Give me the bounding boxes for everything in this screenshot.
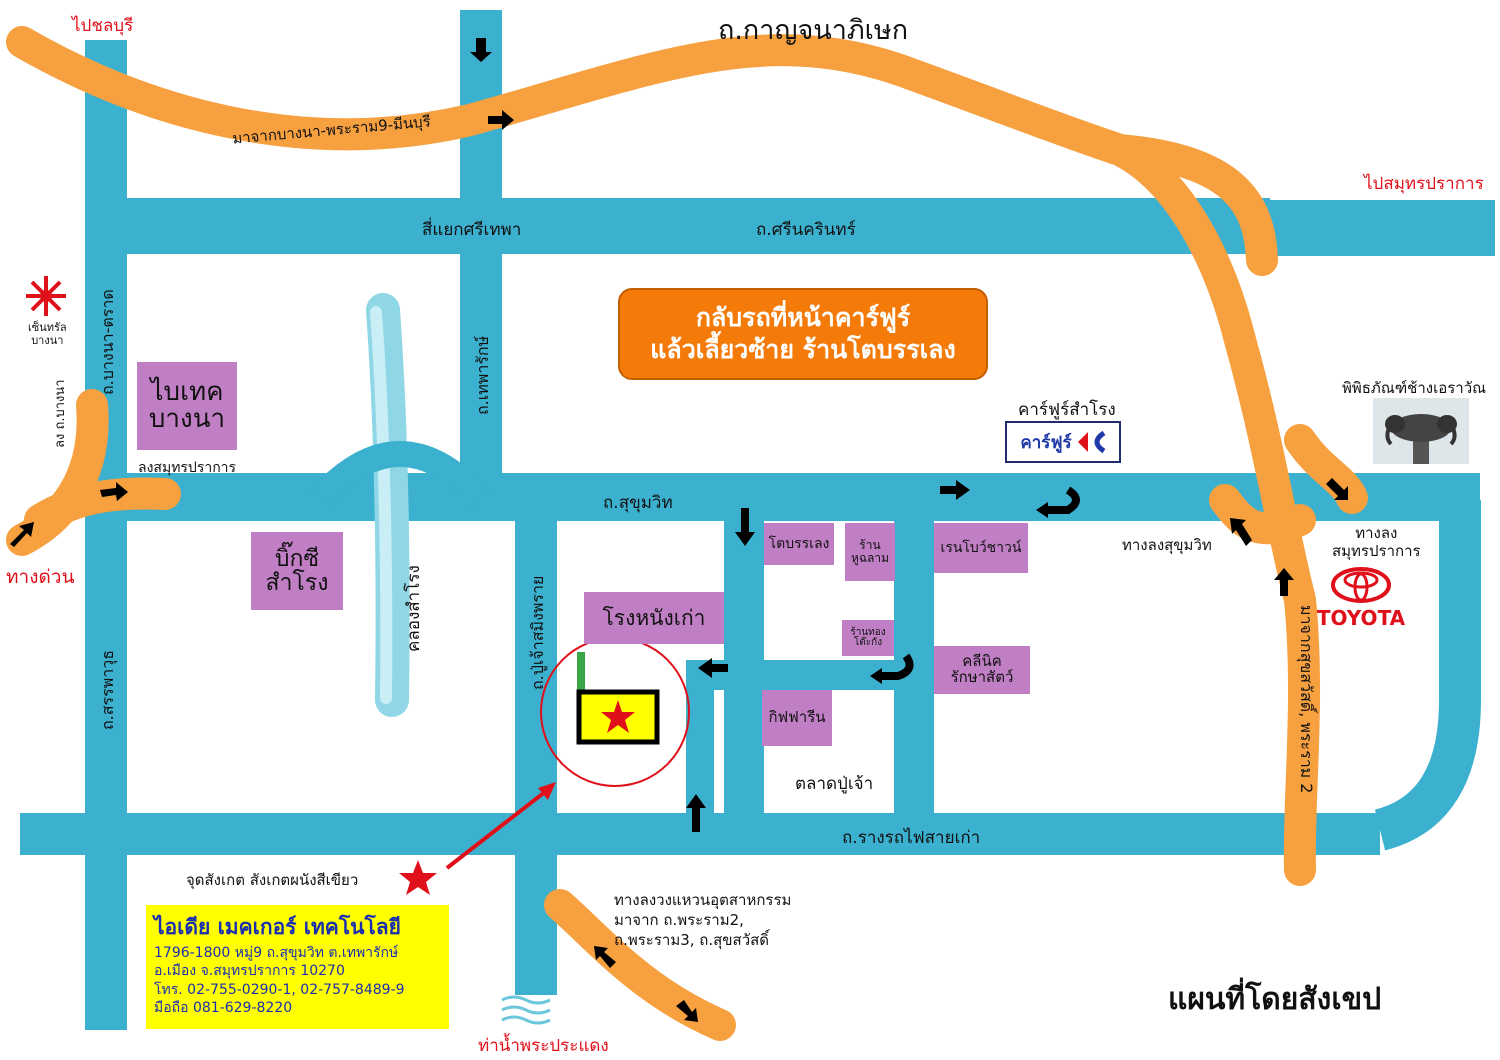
- arrow-up-left-icon: [676, 1000, 698, 1022]
- water-waves: [501, 995, 551, 1025]
- label-theparak: ถ.เทพารักษ์: [473, 335, 492, 415]
- arrow-down-right-icon: [1326, 478, 1348, 500]
- label-from-rama2: มาจาก ถ.พระราม2,: [614, 911, 744, 929]
- label-elephant-museum: พิพิธภัณฑ์ช้างเอราวัณ: [1342, 379, 1487, 397]
- label-market: ตลาดปู่เจ้า: [795, 774, 874, 794]
- shop-rainbow: เรนโบว์ชาวน์: [934, 523, 1028, 573]
- direction-arrows: [10, 38, 1348, 1022]
- label-landmark: จุดสังเกต สังเกตผนังสีเขียว: [186, 871, 359, 889]
- road-east-curve: [1374, 500, 1481, 851]
- green-wall: [577, 652, 585, 692]
- arrow-right-icon: [100, 482, 128, 501]
- carrefour-icon: [1077, 430, 1106, 454]
- shop-gold: ร้านทอง โต๊ะกัง: [842, 620, 894, 656]
- company-address-1: 1796-1800 หมู่9 ถ.สุขุมวิท ต.เทพารักษ์: [154, 945, 399, 961]
- toyota-icon: [1331, 567, 1391, 603]
- road-bangna-trat: [85, 40, 127, 1030]
- arrow-up-left-icon: [594, 946, 616, 968]
- carrefour-logo-text: คาร์ฟูร์: [1020, 432, 1072, 453]
- company-phone: โทร. 02-755-0290-1, 02-757-8489-9: [154, 981, 405, 998]
- callout-line-2: แล้วเลี้ยวซ้าย ร้านโตบรรเลง: [650, 335, 956, 364]
- label-khlong: คลองสำโรง: [404, 565, 424, 652]
- shop-bitec: ไบเทค บางนา: [137, 362, 237, 450]
- shop-clinic: คลีนิค รักษาสัตว์: [934, 646, 1030, 694]
- road-srinakarin-east: [1270, 200, 1495, 256]
- label-ring-route: ทางลงวงแหวนอุตสาหกรรม: [614, 891, 792, 909]
- bridge-ring: [310, 441, 490, 507]
- road-network: [20, 10, 1495, 1030]
- callout-line-1: กลับรถที่หน้าคาร์ฟูร์: [695, 302, 911, 332]
- label-carrefour-samrong: คาร์ฟูร์สำโรง: [1018, 400, 1116, 420]
- label-down-sukhumvit: ทางลงสุขุมวิท: [1122, 536, 1212, 554]
- company-name: ไอเดีย เมคเกอร์ เทคโนโลยี: [154, 915, 401, 939]
- label-expressway: ทางด่วน: [6, 566, 75, 588]
- arrow-up-icon: [686, 794, 706, 832]
- uturn-arrow-icon: [1046, 486, 1080, 514]
- map-title: แผนที่โดยสังเขป: [1168, 982, 1382, 1017]
- label-samutprakan: ไปสมุทรปราการ: [1364, 174, 1484, 194]
- arrow-up-right-icon: [10, 522, 34, 547]
- label-sanphawut: ถ.สรรพาวุธ: [98, 649, 117, 730]
- label-central: เซ็นทรัล บางนา: [28, 321, 67, 347]
- uturn-callout: กลับรถที่หน้าคาร์ฟูร์ แล้วเลี้ยวซ้าย ร้า…: [618, 288, 988, 380]
- label-chonburi: ไปชลบุรี: [72, 16, 134, 36]
- arrow-up-icon: [1274, 568, 1294, 596]
- label-down-bangna: ลง ถ.บางนา: [53, 379, 68, 448]
- shop-tobanleng: โตบรรเลง: [764, 523, 834, 565]
- uturn-arrow-head: [870, 668, 882, 684]
- toyota-text: TOYOTA: [1316, 606, 1406, 630]
- label-rama3: ถ.พระราม3, ถ.สุขสวัสดิ์: [614, 931, 770, 949]
- route-kanchana: [6, 26, 1321, 886]
- label-bangna-trat: ถ.บางนา-ตราด: [98, 289, 117, 395]
- route-pier: [544, 889, 736, 1041]
- company-info-box: ไอเดีย เมคเกอร์ เทคโนโลยี 1796-1800 หมู่…: [146, 905, 449, 1029]
- arrow-right-icon: [940, 480, 970, 500]
- label-puchao: ถ.ปู่เจ้าสมิงพราย: [528, 575, 547, 690]
- uturn-arrow-head: [1036, 502, 1048, 518]
- landmark-star: [399, 860, 437, 895]
- arrow-down-icon: [470, 38, 492, 62]
- shop-giffarine: กิฟฟารีน: [762, 690, 832, 746]
- arrow-right-icon: [488, 110, 514, 130]
- route-to-samutprakan: [1104, 134, 1278, 276]
- shop-huchalam: ร้าน หูฉลาม: [845, 523, 895, 581]
- route-ramp-east: [1284, 424, 1368, 514]
- company-address-2: อ.เมือง จ.สมุทรปราการ 10270: [154, 963, 345, 980]
- central-logo-icon: [26, 276, 66, 316]
- company-mobile: มือถือ 081-629-8220: [154, 1000, 293, 1017]
- label-rail-road: ถ.รางรถไฟสายเก่า: [842, 828, 981, 848]
- toyota-logo: TOYOTA: [1316, 566, 1406, 628]
- label-from-suksawat: มาจากสุขสวัสดิ์, พระราม 2: [1297, 605, 1316, 794]
- route-ramp-sukhumvit: [1209, 484, 1316, 545]
- uturn-arrow-icon: [880, 653, 914, 680]
- canal-highlight: [370, 306, 393, 704]
- label-down-samut2: ทางลง สมุทรปราการ: [1332, 524, 1421, 560]
- carrefour-logo: คาร์ฟูร์: [1005, 421, 1121, 463]
- arrow-down-icon: [735, 508, 755, 546]
- label-sukhumvit: ถ.สุขุมวิท: [603, 493, 673, 513]
- shop-rongnang: โรงหนังเก่า: [584, 592, 724, 644]
- label-sriyaek: สี่แยกศรีเทพา: [422, 220, 522, 240]
- arrow-up-left-icon: [1230, 518, 1252, 546]
- label-pier: ท่าน้ำพระประแดง: [478, 1036, 609, 1056]
- arrow-left-icon: [698, 658, 728, 678]
- canal-samrong: [366, 293, 410, 717]
- elephant-museum-photo: [1373, 398, 1469, 464]
- label-down-samut: ลงสมุทรปราการ: [138, 460, 237, 476]
- road-soi-3: [686, 660, 714, 817]
- label-srinakarin: ถ.ศรีนครินทร์: [756, 220, 856, 240]
- company-star: [601, 700, 635, 733]
- road-srinakarin: [85, 198, 1270, 254]
- label-kanchana: ถ.กาญจนาภิเษก: [718, 15, 909, 46]
- route-expressway-join: [24, 477, 181, 536]
- red-pointer: [445, 786, 552, 870]
- red-pointer-head: [538, 782, 556, 800]
- shop-bigc: บิ๊กซี สำโรง: [251, 532, 343, 610]
- route-network: [6, 26, 1368, 1041]
- elephant-icon: [1385, 414, 1457, 464]
